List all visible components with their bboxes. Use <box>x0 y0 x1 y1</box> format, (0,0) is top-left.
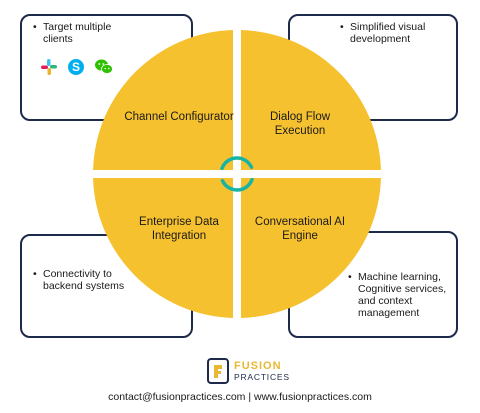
slack-icon <box>40 58 58 76</box>
cycle-arrows-icon <box>215 156 259 192</box>
quadrant-conversational-ai <box>241 178 381 318</box>
fusion-practices-logo: FUSION PRACTICES <box>207 358 290 384</box>
quadrant-channel-configurator <box>93 30 233 170</box>
quadrant-label-enterprise-data: Enterprise Data Integration <box>139 216 219 242</box>
svg-text:S: S <box>72 60 80 74</box>
quadrant-label-conversational-ai: Conversational AI Engine <box>254 216 346 242</box>
skype-icon: S <box>67 58 85 76</box>
wechat-icon <box>94 58 113 76</box>
bullet-machine-learning: Machine learning, Cognitive services, an… <box>348 271 456 319</box>
bullet-visual-development: Simplified visual development <box>340 21 455 45</box>
quadrant-label-channel-configurator: Channel Configurator <box>124 111 234 123</box>
quadrant-enterprise-data <box>93 178 233 318</box>
bullet-backend-connectivity: Connectivity to backend systems <box>33 268 153 292</box>
bullet-target-clients: Target multiple clients <box>33 21 143 45</box>
logo-word-fusion: FUSION <box>234 359 282 372</box>
logo-mark-icon <box>207 358 229 384</box>
quadrant-dialog-flow <box>241 30 381 170</box>
logo-word-practices: PRACTICES <box>234 371 290 382</box>
quadrant-label-dialog-flow: Dialog Flow Execution <box>269 111 331 137</box>
contact-footer: contact@fusionpractices.com | www.fusion… <box>108 391 372 403</box>
